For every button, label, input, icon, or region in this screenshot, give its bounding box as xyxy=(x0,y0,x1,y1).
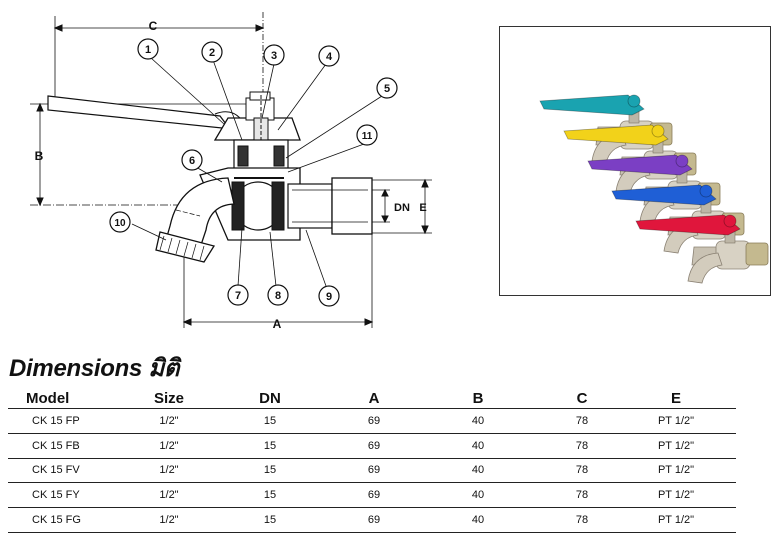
cell-a: 69 xyxy=(367,464,381,477)
cell-e: PT 1/2" xyxy=(657,489,695,502)
cell-a: 69 xyxy=(367,514,381,527)
dimension-label-dn: DN xyxy=(394,202,410,214)
table-row: CK 15 FG 1/2" 15 69 40 78 PT 1/2" xyxy=(8,508,736,533)
callout-3: 3 xyxy=(271,50,277,62)
callout-1: 1 xyxy=(145,44,151,56)
cell-c: 78 xyxy=(575,414,589,427)
cell-dn: 15 xyxy=(263,489,277,502)
dimension-label-b: B xyxy=(35,149,44,163)
table-row: CK 15 FV 1/2" 15 69 40 78 PT 1/2" xyxy=(8,459,736,484)
table-header-row: Model Size DN A B C E xyxy=(8,388,736,409)
header-dn: DN xyxy=(259,389,281,407)
cell-b: 40 xyxy=(471,514,485,527)
header-model: Model xyxy=(26,389,70,407)
callout-11: 11 xyxy=(362,131,373,142)
cell-b: 40 xyxy=(471,439,485,452)
table-row: CK 15 FY 1/2" 15 69 40 78 PT 1/2" xyxy=(8,483,736,509)
dimensions-table: Model Size DN A B C E CK 15 FP 1/2" 15 6… xyxy=(8,388,736,533)
cell-model: CK 15 FG xyxy=(32,514,81,527)
header-e: E xyxy=(670,389,681,407)
callout-8: 8 xyxy=(275,290,281,302)
cell-size: 1/2" xyxy=(159,514,179,527)
callout-2: 2 xyxy=(209,47,215,59)
callout-9: 9 xyxy=(326,291,332,303)
colored-handle-valves-photo xyxy=(539,94,769,284)
callout-6: 6 xyxy=(189,155,195,167)
cell-a: 69 xyxy=(367,414,381,427)
cell-model: CK 15 FP xyxy=(32,414,80,427)
cell-c: 78 xyxy=(575,464,589,477)
cell-model: CK 15 FV xyxy=(32,464,80,477)
product-photo-frame xyxy=(499,26,771,296)
callout-7: 7 xyxy=(235,290,241,302)
header-c: C xyxy=(576,389,588,407)
dimension-label-c: C xyxy=(149,19,158,33)
cell-model: CK 15 FB xyxy=(32,439,80,452)
callout-10: 10 xyxy=(114,218,126,229)
cell-e: PT 1/2" xyxy=(657,464,695,477)
cell-a: 69 xyxy=(367,439,381,452)
header-b: B xyxy=(472,389,484,407)
cell-size: 1/2" xyxy=(159,414,179,427)
cell-b: 40 xyxy=(471,464,485,477)
header-a: A xyxy=(368,389,380,407)
red-handle-valve xyxy=(635,214,769,284)
cell-size: 1/2" xyxy=(159,439,179,452)
dimensions-heading: Dimensions มิติ xyxy=(9,355,180,382)
cell-size: 1/2" xyxy=(159,489,179,502)
table-row: CK 15 FB 1/2" 15 69 40 78 PT 1/2" xyxy=(8,434,736,459)
cell-e: PT 1/2" xyxy=(657,439,695,452)
cell-dn: 15 xyxy=(263,464,277,477)
header-size: Size xyxy=(153,389,184,407)
callout-4: 4 xyxy=(326,51,333,63)
cell-dn: 15 xyxy=(263,439,277,452)
dimension-label-a: A xyxy=(273,317,282,331)
cell-c: 78 xyxy=(575,489,589,502)
cell-dn: 15 xyxy=(263,414,277,427)
cell-c: 78 xyxy=(575,439,589,452)
cell-e: PT 1/2" xyxy=(657,514,695,527)
cell-size: 1/2" xyxy=(159,464,179,477)
cell-e: PT 1/2" xyxy=(657,414,695,427)
cell-b: 40 xyxy=(471,414,485,427)
dimension-label-e: E xyxy=(419,202,426,214)
callout-5: 5 xyxy=(384,83,390,95)
cell-c: 78 xyxy=(575,514,589,527)
cell-model: CK 15 FY xyxy=(32,489,80,502)
valve-technical-drawing: 1 2 3 4 5 11 6 10 7 8 9 C B A DN E xyxy=(30,12,432,331)
cell-b: 40 xyxy=(471,489,485,502)
cell-a: 69 xyxy=(367,489,381,502)
table-row: CK 15 FP 1/2" 15 69 40 78 PT 1/2" xyxy=(8,409,736,434)
cell-dn: 15 xyxy=(263,514,277,527)
